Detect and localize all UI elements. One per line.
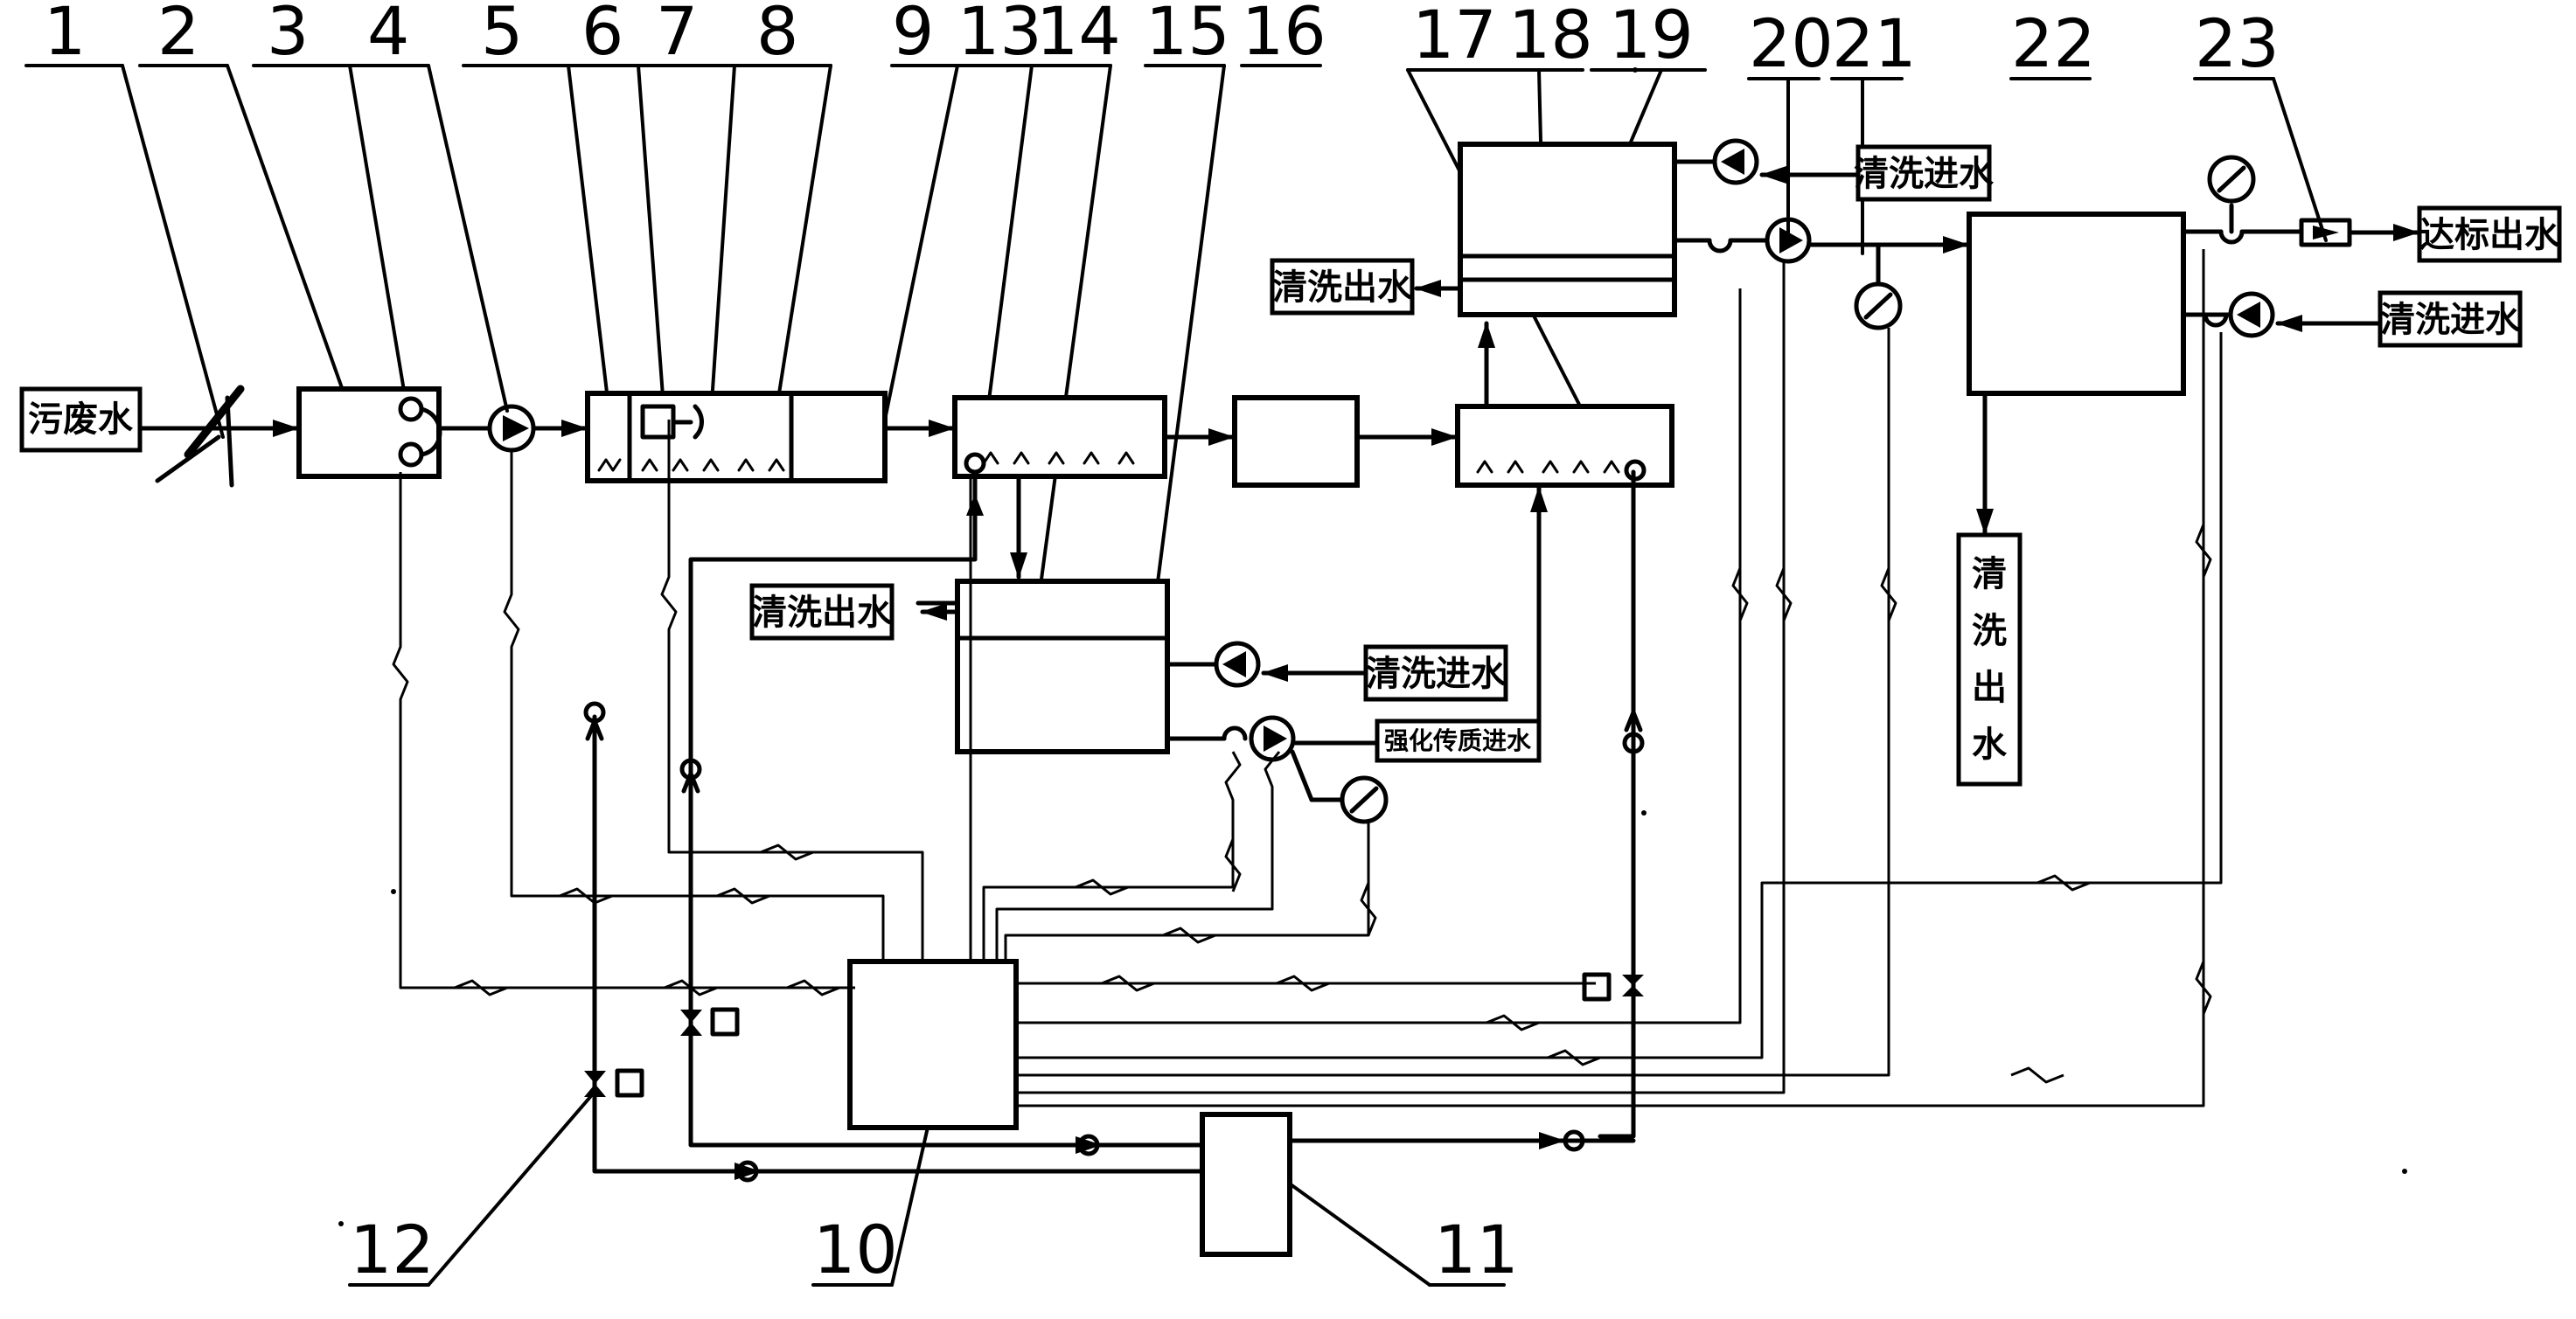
- clean-in-right-label: [2378, 290, 2523, 348]
- callout-19: 19: [1609, 0, 1694, 73]
- pump-15-icon: [1214, 641, 1261, 688]
- clean-out-vertical-label: [1956, 532, 2023, 787]
- callout-2: 2: [157, 0, 199, 70]
- tank-13: [952, 395, 1167, 479]
- callout-1: 1: [44, 0, 86, 70]
- callout-17: 17: [1412, 0, 1497, 73]
- pump-mid-icon: [1249, 715, 1296, 762]
- pump-right-icon: [2228, 291, 2275, 338]
- callout-14: 14: [1036, 0, 1121, 70]
- pump-4-icon: [487, 404, 536, 453]
- valves: [583, 469, 1645, 1183]
- clean-in-right-text: 清洗进水: [2380, 300, 2521, 340]
- bar-screen-icon: [155, 385, 245, 488]
- compliant-out-text: 达标出水: [2419, 215, 2560, 255]
- callout-12: 12: [350, 1211, 435, 1288]
- unit-18-19: 清洗进水 清洗出水: [1270, 138, 1995, 317]
- clean-out-mid-label: [749, 583, 895, 641]
- callout-7: 7: [656, 0, 698, 70]
- unit-11: [1200, 1112, 1292, 1257]
- pump-19-icon: [1712, 138, 1759, 185]
- callout-3: 3: [267, 0, 309, 70]
- callout-16: 16: [1242, 0, 1326, 70]
- main-process: 污废水: [19, 321, 1674, 488]
- wastewater-in-text: 污废水: [28, 399, 134, 440]
- callout-5: 5: [481, 0, 523, 70]
- callout-21: 21: [1832, 4, 1917, 82]
- callout-23: 23: [2195, 4, 2280, 82]
- callout-4: 4: [367, 0, 409, 70]
- callout-9: 9: [892, 0, 934, 70]
- aerators-7: [597, 458, 785, 472]
- callout-20: 20: [1749, 4, 1834, 82]
- clean-in-top-text: 清洗进水: [1854, 154, 1995, 194]
- clean-out-top-label: [1270, 258, 1415, 316]
- callout-10: 10: [813, 1211, 898, 1288]
- callout-18: 18: [1508, 0, 1593, 73]
- clean-out-vertical-char-4: 水: [1972, 725, 2008, 765]
- tank-17: [1455, 404, 1674, 488]
- reactor-5-9: [585, 391, 888, 483]
- clean-out-vertical-char-2: 洗: [1972, 611, 2007, 651]
- level-sensor-3-icon: [398, 396, 442, 468]
- tank-16: [1232, 395, 1360, 488]
- callout-22: 22: [2011, 4, 2096, 82]
- controller-10: [847, 959, 1019, 1130]
- signal-lines: [392, 249, 2223, 1107]
- compliant-out-label: [2417, 205, 2562, 263]
- clean-out-vertical-char-3: 出: [1972, 668, 2007, 708]
- pressure-gauge-mid-icon: [1340, 775, 1389, 824]
- callout-15: 15: [1145, 0, 1230, 70]
- enhanced-media-in-label: [1375, 719, 1542, 763]
- wastewater-in-label: [19, 386, 143, 453]
- callout-11: 11: [1434, 1211, 1519, 1288]
- callout-numbers: 1 2 3 4 5 6 7 8 9 13 14 15 16 17 18 19 2…: [44, 0, 2280, 1288]
- scan-dots: [338, 67, 2407, 1226]
- pump-20-icon: [1765, 217, 1812, 264]
- callout-leaders: [24, 64, 2328, 1287]
- unit-22: 达标出水 清洗进水 清 洗 出 水: [1956, 155, 2562, 787]
- clean-in-mid-text: 清洗进水: [1366, 654, 1507, 694]
- pressure-gauge-21-icon: [1854, 242, 1903, 330]
- pressure-gauge-top-icon: [2207, 155, 2256, 204]
- callout-8: 8: [756, 0, 798, 70]
- clean-in-top-label: [1855, 144, 1992, 202]
- callout-6: 6: [581, 0, 623, 70]
- unit-14-15: 清洗出水 清洗进水 强化传质进水: [749, 474, 1548, 824]
- enhanced-media-in-text: 强化传质进水: [1384, 726, 1532, 755]
- clean-in-mid-label: [1363, 644, 1508, 702]
- tank-2: [296, 386, 442, 479]
- clean-out-vertical-char-1: 清: [1972, 554, 2007, 594]
- clean-out-top-text: 清洗出水: [1272, 267, 1413, 308]
- clean-out-mid-text: 清洗出水: [752, 593, 893, 633]
- callout-13: 13: [957, 0, 1042, 70]
